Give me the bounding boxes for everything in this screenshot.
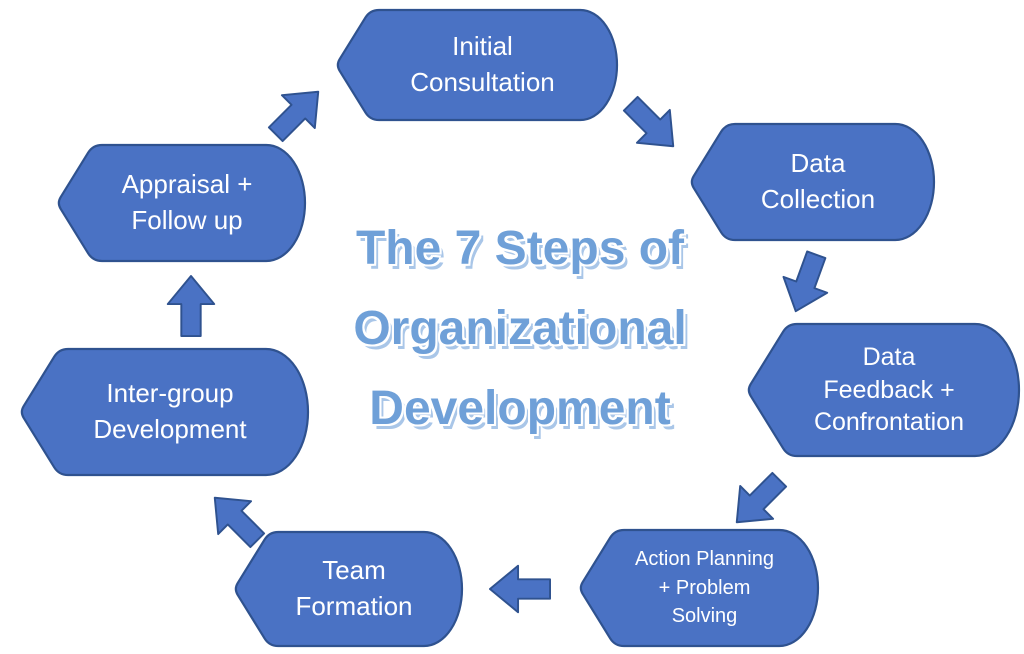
step-label: Team Formation [295, 555, 413, 621]
step-label: Inter-group Development [93, 378, 247, 444]
arrow-intergroup-to-appraisal-icon [166, 275, 216, 337]
step-shape [336, 8, 619, 122]
step-label: Data Feedback + Confrontation [813, 343, 965, 437]
step-data-collection: Data Collection [688, 122, 936, 242]
title-line-3: Development [369, 382, 671, 435]
step-label: Action Planning + Problem Solving [635, 548, 774, 628]
arrow-initial-to-collection-icon [612, 85, 691, 164]
diagram-title: The 7 Steps of Organizational Developmen… [300, 209, 740, 449]
step-team-formation: Team Formation [232, 530, 464, 648]
step-action-planning-problem-solving: Action Planning + Problem Solving [577, 528, 820, 648]
title-line-1: The 7 Steps of [355, 222, 685, 275]
step-label: Data Collection [760, 148, 876, 214]
arrow-appraisal-to-initial-icon [257, 73, 336, 152]
step-shape [234, 530, 464, 648]
arrow-collection-to-feedback-icon [772, 245, 840, 320]
step-initial-consultation: Initial Consultation [334, 8, 619, 122]
step-shape [20, 347, 310, 477]
step-shape [747, 322, 1021, 458]
step-inter-group-development: Inter-group Development [18, 347, 310, 477]
arrow-team-to-intergroup-icon [196, 479, 275, 558]
step-appraisal-follow-up: Appraisal + Follow up [55, 143, 307, 263]
step-shape [57, 143, 307, 263]
step-shape [690, 122, 936, 242]
step-label: Appraisal + Follow up [121, 169, 253, 235]
step-label: Initial Consultation [410, 31, 555, 97]
step-shape [579, 528, 820, 648]
step-data-feedback-confrontation: Data Feedback + Confrontation [745, 322, 1021, 458]
title-line-2: Organizational [353, 302, 687, 355]
arrow-feedback-to-action-icon [718, 461, 797, 540]
arrow-action-to-team-icon [489, 564, 551, 614]
